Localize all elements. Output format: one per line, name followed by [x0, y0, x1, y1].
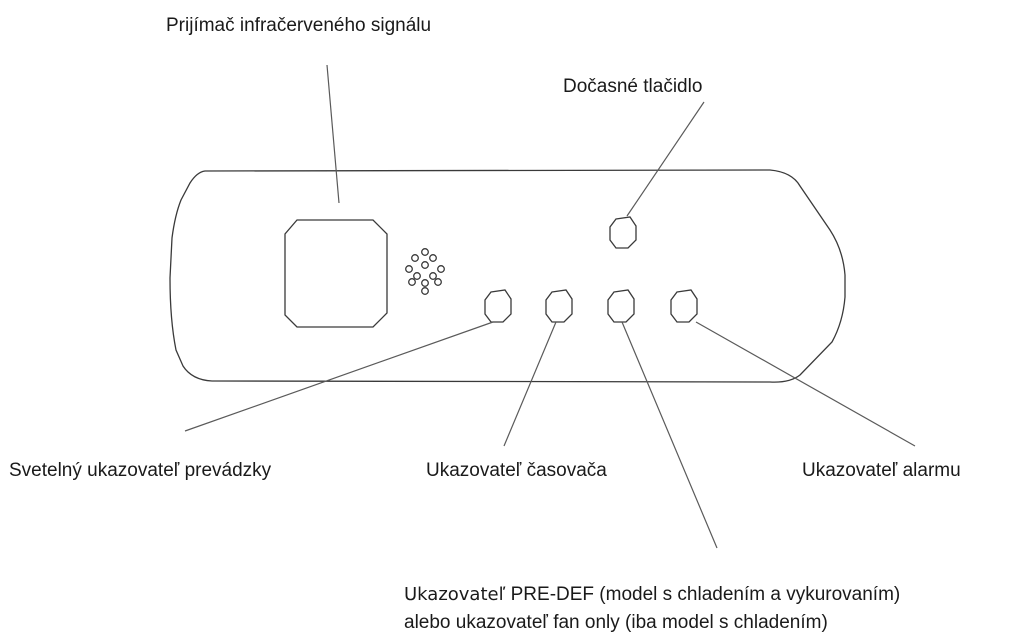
temporary-button-label: Dočasné tlačidlo: [563, 76, 703, 97]
leader-predef-indicator: [621, 321, 718, 549]
leader-ir-receiver: [326, 64, 340, 204]
timer-indicator-label: Ukazovateľ časovača: [426, 460, 607, 481]
predef-indicator-light: [607, 289, 635, 323]
temporary-button[interactable]: [609, 216, 637, 249]
predef-label-line-2: alebo ukazovateľ fan only (iba model s c…: [404, 612, 828, 633]
alarm-indicator-light: [670, 289, 698, 323]
timer-indicator-light: [545, 289, 573, 323]
alarm-indicator-label: Ukazovateľ alarmu: [802, 460, 961, 481]
predef-label-lead: Ukazovateľ: [404, 584, 506, 605]
leader-temporary-button: [626, 101, 705, 217]
leader-alarm-indicator: [695, 321, 916, 447]
predef-indicator-label: Ukazovateľ PRE-DEF (model s chladením a …: [404, 581, 900, 637]
predef-label-line-1: Ukazovateľ PRE-DEF (model s chladením a …: [404, 581, 900, 609]
leader-power-indicator: [184, 321, 494, 432]
panel-outline: [169, 169, 846, 383]
ir-receiver-label: Prijímač infračerveného signálu: [166, 15, 432, 36]
leader-timer-indicator: [503, 321, 557, 447]
power-indicator-label: Svetelný ukazovateľ prevádzky: [9, 460, 272, 481]
power-indicator-light: [484, 289, 512, 323]
sensor-holes: [405, 248, 445, 295]
predef-label-rest: PRE-DEF (model s chladením a vykurovaním…: [505, 584, 901, 605]
ir-receiver-window: [284, 219, 388, 328]
